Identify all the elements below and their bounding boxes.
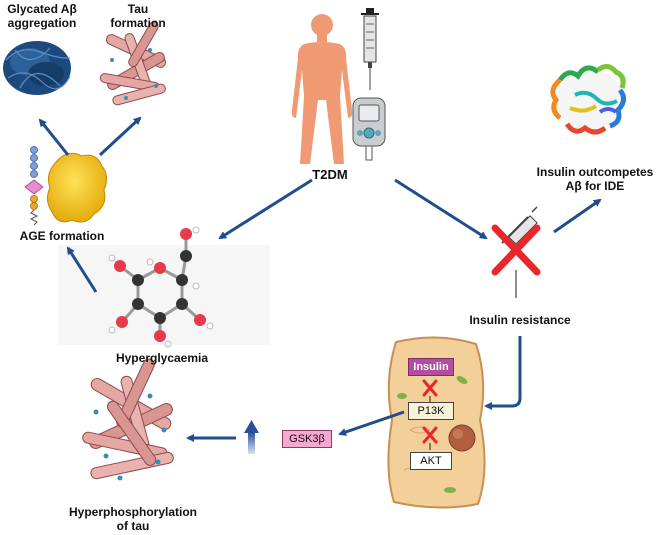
arrow-resistance-to-cell <box>484 336 522 410</box>
p13k-box: P13K <box>408 402 454 420</box>
arrow-age-to-tau <box>98 116 142 157</box>
red-cross-icon <box>491 224 541 276</box>
age-formation-label: AGE formation <box>19 229 105 243</box>
hyperphosphorylation-label: Hyperphosphorylation of tau <box>68 505 197 533</box>
cross-icon <box>422 426 438 444</box>
glycated-abeta-aggregate-image <box>3 41 71 95</box>
tau-formation-image <box>99 21 166 106</box>
arrow-t2dm-to-age <box>218 178 313 240</box>
arrow-hyperglycaemia-to-age <box>66 246 98 293</box>
cross-icon <box>422 379 438 397</box>
hyperglycaemia-image <box>58 226 270 348</box>
ide-protein-structure-image <box>550 64 626 135</box>
arrow-t2dm-to-insulin-resistance <box>394 178 488 240</box>
age-formation-image <box>24 146 108 226</box>
insulin-pen-image <box>361 8 379 90</box>
akt-box: AKT <box>410 452 452 470</box>
flow-arrows <box>38 116 602 442</box>
gsk3b-box: GSK3β <box>282 430 332 448</box>
glycated-abeta-label: Glycated Aβ aggregation <box>7 2 77 30</box>
hyperglycaemia-label: Hyperglycaemia <box>115 351 209 365</box>
insulin-resistance-label: Insulin resistance <box>469 313 571 327</box>
human-figure-image <box>291 14 353 164</box>
tau-formation-label: Tau formation <box>110 2 166 30</box>
glucose-meter-image <box>352 97 386 161</box>
arrow-age-to-abeta <box>38 118 70 156</box>
insulin-outcompetes-label: Insulin outcompetes Aβ for IDE <box>536 165 654 193</box>
t2dm-label: T2DM <box>312 167 348 182</box>
arrow-resistance-to-ide <box>553 198 602 234</box>
arrow-cell-to-gsk3b <box>338 410 405 436</box>
hyperphosphorylated-tau-image <box>82 358 174 481</box>
insulin-box: Insulin <box>408 358 454 376</box>
increase-arrow-icon <box>244 420 259 454</box>
